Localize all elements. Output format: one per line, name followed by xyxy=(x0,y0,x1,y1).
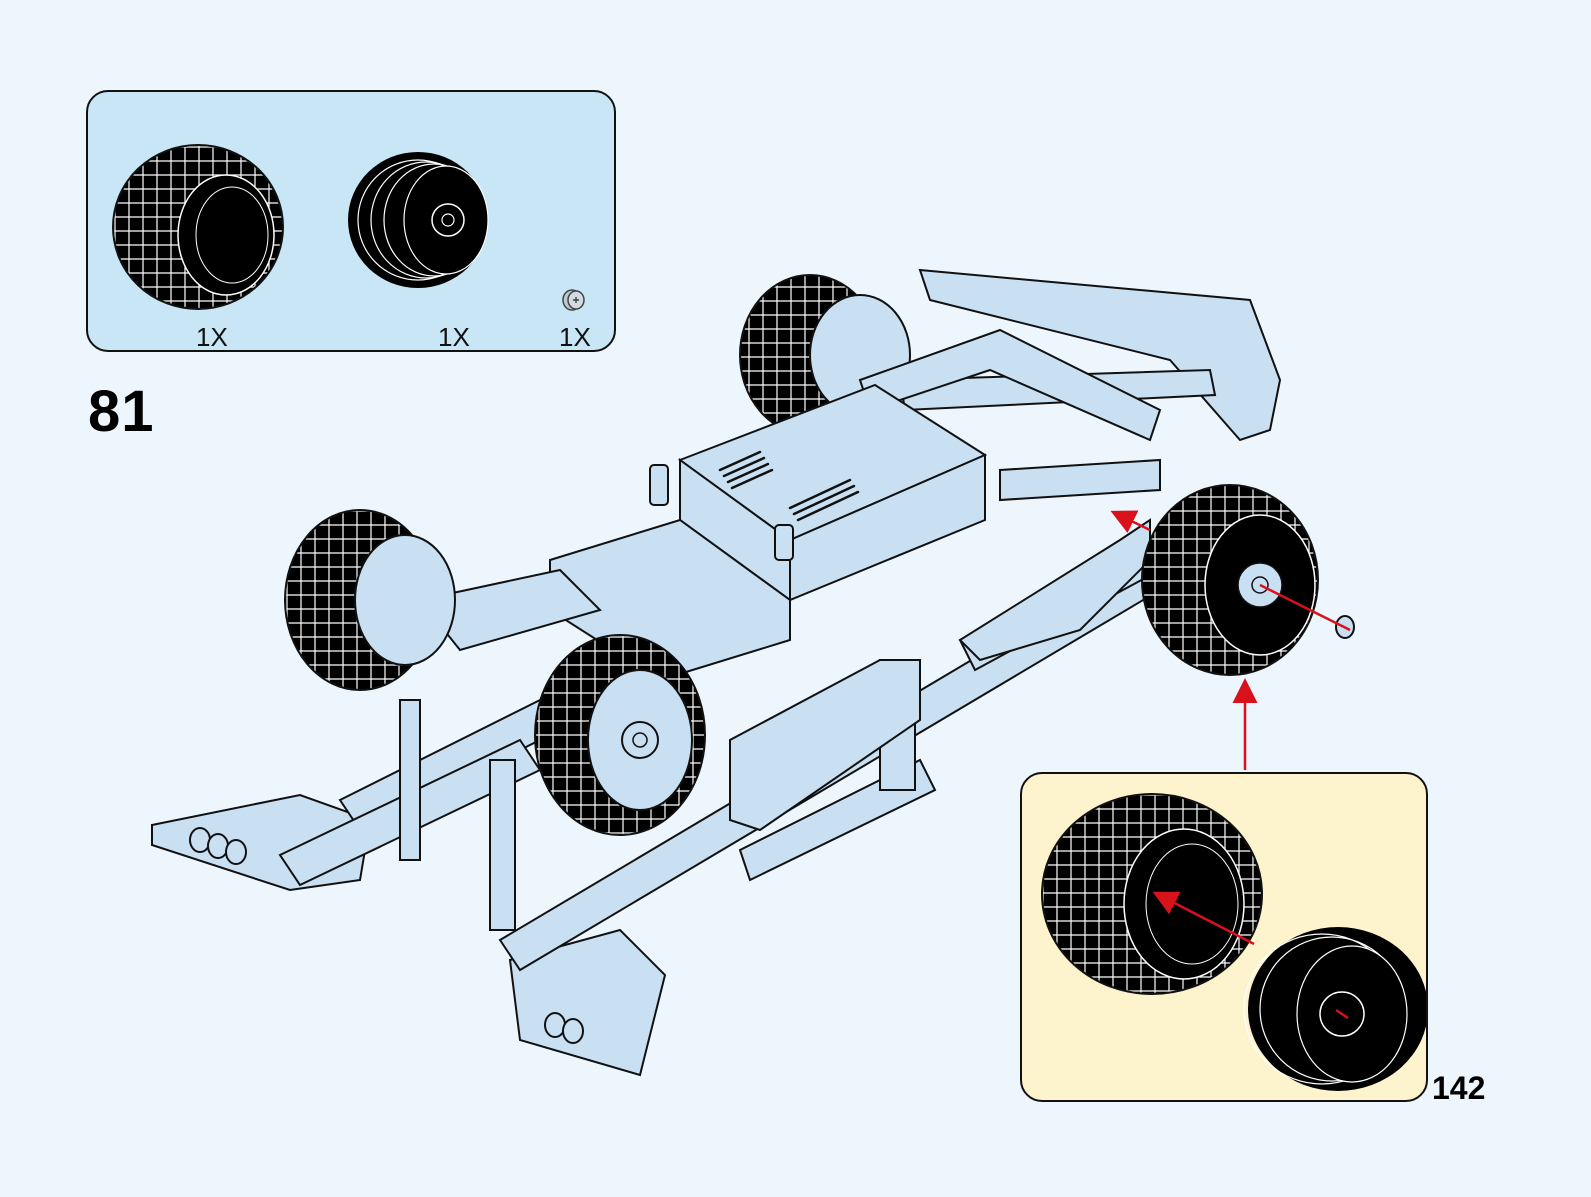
step-number: 81 xyxy=(88,379,155,444)
assembly-arrow-axle xyxy=(1110,510,1151,533)
callout-tire xyxy=(1041,793,1263,995)
wheel-rim-quantity: 1X xyxy=(438,322,470,352)
wheel-front-right xyxy=(534,634,706,836)
wheel-front-left-back xyxy=(284,509,456,691)
sub-assembly-callout xyxy=(1020,772,1428,1102)
front-spoiler xyxy=(151,793,667,1077)
callout-wheel-rim xyxy=(1243,927,1426,1091)
battery-box xyxy=(649,383,988,602)
bush-quantity: 1X xyxy=(559,322,591,352)
callout-assembly-arrow xyxy=(1152,891,1255,946)
page-number: 142 xyxy=(1432,1070,1486,1106)
tire-quantity: 1X xyxy=(196,322,228,352)
side-pod xyxy=(729,518,1151,832)
wheel-being-attached xyxy=(1141,484,1319,676)
parts-list-box: 1X 1X 1X xyxy=(86,90,616,352)
assembly-arrow-bush xyxy=(1259,583,1351,632)
tire-icon xyxy=(112,144,284,310)
bush-icon xyxy=(562,289,585,311)
wheel-rim-icon xyxy=(348,152,489,288)
